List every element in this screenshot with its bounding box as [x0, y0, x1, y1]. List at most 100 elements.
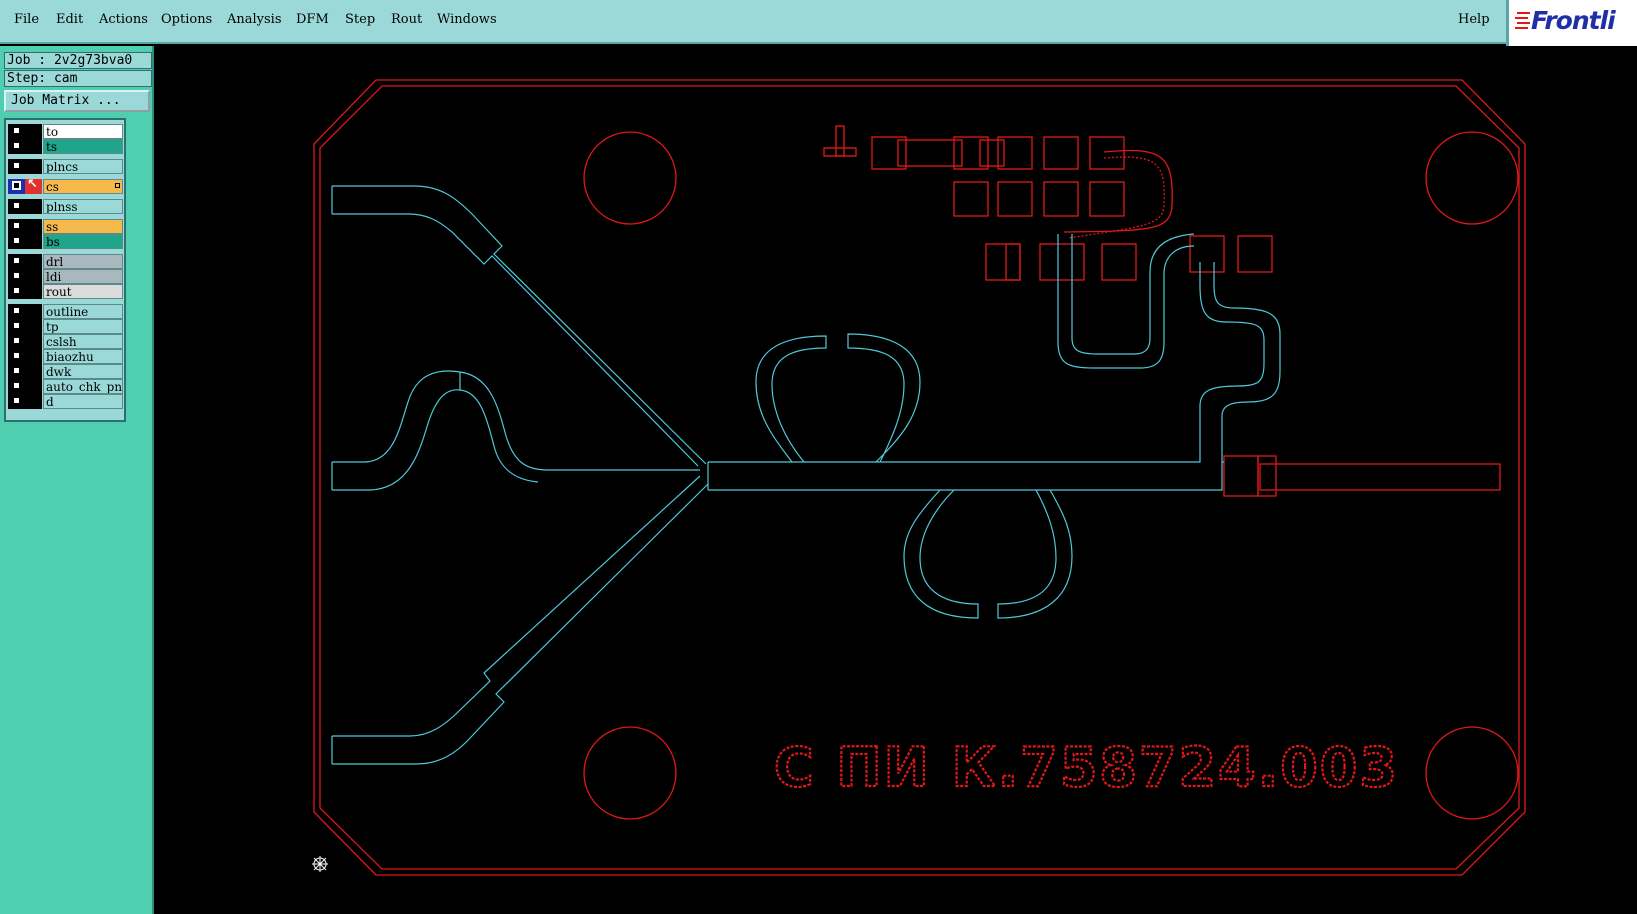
pad [1101, 243, 1137, 281]
layer-name-label[interactable]: dwk [43, 364, 123, 379]
layer-name-label[interactable]: rout [43, 284, 123, 299]
layer-row-outline[interactable]: outline [6, 304, 124, 319]
layer-name-label[interactable]: ldi [43, 269, 123, 284]
layer-row-biaozhu[interactable]: biaozhu [6, 349, 124, 364]
layer-visibility-checkbox[interactable] [12, 336, 21, 345]
layer-visibility-checkbox[interactable] [12, 321, 21, 330]
layer-visibility-checkbox[interactable] [12, 271, 21, 280]
pcb-board-view[interactable]: С ПИ К.758724.003 [154, 46, 1637, 914]
layer-name-label[interactable]: plnss [43, 199, 123, 214]
layer-affected-cell[interactable] [25, 364, 42, 379]
brand-logo: Frontli [1506, 0, 1637, 46]
layer-affected-cell[interactable] [25, 159, 42, 174]
pad [1237, 235, 1273, 273]
layer-affected-cell[interactable] [25, 394, 42, 409]
mounting-hole-tr [1425, 131, 1519, 225]
pad [1089, 136, 1125, 170]
menu-actions[interactable]: Actions [99, 12, 148, 27]
menu-windows[interactable]: Windows [437, 12, 497, 27]
layer-focus-mark [115, 183, 120, 188]
menu-options[interactable]: Options [161, 12, 213, 27]
layer-visibility-checkbox[interactable] [12, 366, 21, 375]
layer-affected-cell[interactable] [25, 304, 42, 319]
layer-visibility-checkbox[interactable] [12, 256, 21, 265]
pad [823, 147, 857, 157]
layer-row-bs[interactable]: bs [6, 234, 124, 249]
layer-affected-cell[interactable] [25, 199, 42, 214]
mounting-hole-tl [583, 131, 677, 225]
layer-name-label[interactable]: biaozhu [43, 349, 123, 364]
layer-name-label[interactable]: outline [43, 304, 123, 319]
pad [835, 125, 845, 157]
layer-visibility-checkbox[interactable] [12, 201, 21, 210]
trace-ring-upper [755, 335, 827, 463]
layer-row-rout[interactable]: rout [6, 284, 124, 299]
layer-name-label[interactable]: bs [43, 234, 123, 249]
layer-name-label[interactable]: plncs [43, 159, 123, 174]
menu-rout[interactable]: Rout [391, 12, 423, 27]
layer-row-d[interactable]: d [6, 394, 124, 409]
trace-upper-loop [1071, 233, 1195, 355]
layer-affected-cell[interactable] [25, 319, 42, 334]
layer-row-ts[interactable]: ts [6, 139, 124, 154]
layer-name-label[interactable]: ts [43, 139, 123, 154]
work-layer-arrow-icon[interactable] [25, 177, 42, 194]
layer-visibility-checkbox[interactable] [12, 396, 21, 405]
trace-ring-lower [903, 489, 979, 619]
layer-row-drl[interactable]: drl [6, 254, 124, 269]
job-matrix-button[interactable]: Job Matrix ... [4, 90, 150, 112]
layer-visibility-checkbox[interactable] [12, 181, 21, 190]
layer-name-label[interactable]: cs [43, 179, 123, 194]
layer-row-cs[interactable]: cs [6, 177, 124, 194]
layer-row-to[interactable]: to [6, 124, 124, 139]
layer-visibility-checkbox[interactable] [12, 161, 21, 170]
layer-affected-cell[interactable] [25, 334, 42, 349]
menu-help[interactable]: Help [1458, 12, 1490, 27]
menu-file[interactable]: File [14, 12, 40, 27]
layer-affected-cell[interactable] [25, 284, 42, 299]
trace-ring-lower [997, 489, 1073, 619]
layer-visibility-checkbox[interactable] [12, 306, 21, 315]
layer-affected-cell[interactable] [25, 254, 42, 269]
layer-affected-cell[interactable] [25, 219, 42, 234]
layer-visibility-checkbox[interactable] [12, 236, 21, 245]
layer-row-dwk[interactable]: dwk [6, 364, 124, 379]
layer-row-ss[interactable]: ss [6, 219, 124, 234]
graphic-canvas[interactable]: С ПИ К.758724.003 [154, 46, 1637, 914]
layer-affected-cell[interactable] [25, 139, 42, 154]
trace-upper-loop [1057, 234, 1195, 369]
layer-row-cslsh[interactable]: cslsh [6, 334, 124, 349]
pad [997, 181, 1033, 217]
layer-name-label[interactable]: to [43, 124, 123, 139]
logo-lines-icon [1515, 12, 1530, 29]
layer-visibility-checkbox[interactable] [12, 351, 21, 360]
layer-row-plnss[interactable]: plnss [6, 199, 124, 214]
layer-affected-cell[interactable] [25, 379, 42, 394]
layer-affected-cell[interactable] [25, 269, 42, 284]
layer-row-plncs[interactable]: plncs [6, 159, 124, 174]
layer-name-label[interactable]: cslsh [43, 334, 123, 349]
layer-row-auto_chk_pn[interactable]: auto_chk_pn [6, 379, 124, 394]
menu-analysis[interactable]: Analysis [227, 12, 282, 27]
layer-visibility-checkbox[interactable] [12, 221, 21, 230]
coil-outline [1063, 149, 1173, 233]
layer-affected-cell[interactable] [25, 234, 42, 249]
layer-visibility-checkbox[interactable] [12, 381, 21, 390]
menu-edit[interactable]: Edit [56, 12, 84, 27]
menu-dfm[interactable]: DFM [296, 12, 329, 27]
trace-ring-upper [847, 333, 921, 463]
layer-affected-cell[interactable] [25, 349, 42, 364]
layer-visibility-checkbox[interactable] [12, 126, 21, 135]
layer-name-label[interactable]: d [43, 394, 123, 409]
layer-visibility-checkbox[interactable] [12, 141, 21, 150]
layer-visibility-checkbox[interactable] [12, 286, 21, 295]
layer-name-label[interactable]: ss [43, 219, 123, 234]
layer-name-label[interactable]: auto_chk_pn [43, 379, 123, 394]
layer-row-tp[interactable]: tp [6, 319, 124, 334]
trace-mid-branch [332, 370, 700, 471]
layer-name-label[interactable]: drl [43, 254, 123, 269]
layer-row-ldi[interactable]: ldi [6, 269, 124, 284]
layer-affected-cell[interactable] [25, 124, 42, 139]
layer-name-label[interactable]: tp [43, 319, 123, 334]
menu-step[interactable]: Step [345, 12, 376, 27]
